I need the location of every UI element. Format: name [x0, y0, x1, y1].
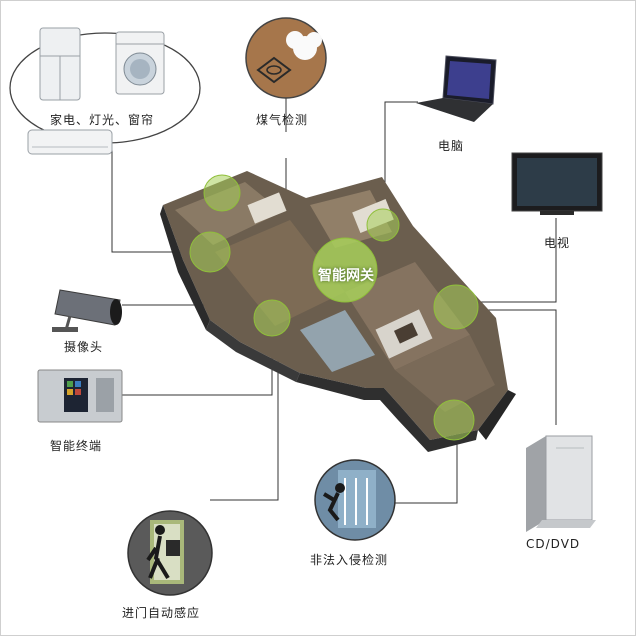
gateway-circle	[312, 237, 378, 303]
connector-tv	[458, 218, 557, 303]
camera-icon	[52, 289, 122, 332]
dvd-label: CD/DVD	[526, 537, 581, 551]
apartment-floorplan	[160, 171, 516, 452]
sensor-circle	[203, 174, 241, 212]
laptop-icon	[416, 55, 497, 122]
terminal-icon	[37, 369, 123, 423]
tv-label: 电视	[544, 236, 571, 250]
connector-dvd	[460, 309, 557, 425]
dvd-player-icon	[526, 435, 596, 532]
sensor-circle	[433, 399, 475, 441]
gateway-label: 智能网关	[318, 268, 374, 284]
air-conditioner-icon	[27, 129, 113, 155]
terminal-label: 智能终端	[50, 439, 103, 453]
intrusion-detector-icon	[314, 459, 396, 541]
connector-appliances	[111, 148, 200, 253]
sensor-circle	[433, 284, 479, 330]
tv-icon	[511, 152, 603, 215]
sensor-circle	[189, 231, 231, 273]
gas-detector-icon	[245, 17, 327, 99]
connector-intrusion	[395, 428, 458, 504]
door-sensor-icon	[127, 510, 213, 596]
sensor-circle	[366, 208, 400, 242]
sensor-circle	[253, 299, 291, 337]
gas-detection-label: 煤气检测	[256, 113, 309, 127]
sensor-highlights	[189, 174, 479, 441]
computer-label: 电脑	[438, 139, 465, 153]
appliances-label: 家电、灯光、窗帘	[50, 113, 155, 127]
intrusion-detection-label: 非法入侵检测	[310, 553, 389, 567]
fridge-icon	[39, 27, 81, 101]
door-sensing-label: 进门自动感应	[122, 606, 201, 620]
washing-machine-icon	[115, 31, 165, 95]
connector-door	[210, 328, 279, 501]
camera-label: 摄像头	[64, 340, 104, 354]
